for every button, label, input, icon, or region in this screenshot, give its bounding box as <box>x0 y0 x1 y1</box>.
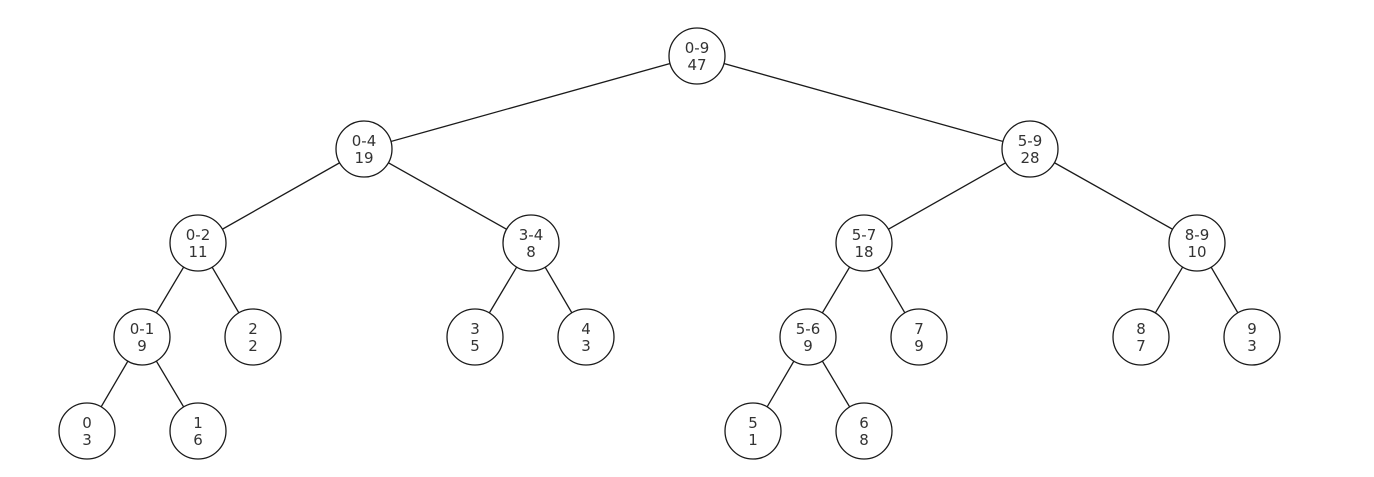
node-range-label: 5-9 <box>1018 132 1043 150</box>
node-sum-label: 8 <box>526 243 536 261</box>
node-sum-label: 3 <box>1247 337 1257 355</box>
node-range-label: 5-6 <box>796 320 821 338</box>
node-circle <box>557 308 615 366</box>
node-sum-label: 3 <box>82 431 92 449</box>
tree-node: 79 <box>890 308 948 366</box>
node-sum-label: 18 <box>854 243 873 261</box>
tree-edge <box>363 55 698 150</box>
node-sum-label: 28 <box>1020 149 1039 167</box>
tree-node: 51 <box>724 402 782 460</box>
node-sum-label: 11 <box>188 243 207 261</box>
tree-node: 22 <box>224 308 282 366</box>
tree-node: 5-69 <box>779 308 837 366</box>
node-sum-label: 7 <box>1136 337 1146 355</box>
node-sum-label: 9 <box>914 337 924 355</box>
node-sum-label: 6 <box>193 431 203 449</box>
node-range-label: 0-9 <box>685 39 710 57</box>
node-range-label: 0-4 <box>352 132 377 150</box>
tree-node: 87 <box>1112 308 1170 366</box>
tree-node: 16 <box>169 402 227 460</box>
tree-edge <box>863 148 1031 244</box>
node-sum-label: 9 <box>137 337 147 355</box>
tree-node: 43 <box>557 308 615 366</box>
node-range-label: 7 <box>914 320 924 338</box>
tree-node: 68 <box>835 402 893 460</box>
node-sum-label: 1 <box>748 431 758 449</box>
tree-node: 03 <box>58 402 116 460</box>
node-circle <box>58 402 116 460</box>
node-range-label: 5 <box>748 414 758 432</box>
node-sum-label: 47 <box>687 56 706 74</box>
tree-edges <box>86 55 1253 432</box>
node-range-label: 2 <box>248 320 258 338</box>
node-circle <box>835 402 893 460</box>
node-circle <box>724 402 782 460</box>
node-sum-label: 10 <box>1187 243 1206 261</box>
node-sum-label: 8 <box>859 431 869 449</box>
tree-nodes: 0-9470-4195-9280-2113-485-7188-9100-1922… <box>58 27 1281 460</box>
node-circle <box>113 308 171 366</box>
node-circle <box>835 214 893 272</box>
node-circle <box>224 308 282 366</box>
node-range-label: 4 <box>581 320 591 338</box>
node-sum-label: 5 <box>470 337 480 355</box>
tree-edge <box>696 55 1031 150</box>
node-circle <box>779 308 837 366</box>
node-sum-label: 3 <box>581 337 591 355</box>
tree-node: 5-928 <box>1001 120 1059 178</box>
tree-node: 3-48 <box>502 214 560 272</box>
node-sum-label: 2 <box>248 337 258 355</box>
node-sum-label: 9 <box>803 337 813 355</box>
node-circle <box>890 308 948 366</box>
node-circle <box>169 402 227 460</box>
node-range-label: 0 <box>82 414 92 432</box>
tree-edge <box>1029 148 1198 244</box>
node-range-label: 5-7 <box>852 226 877 244</box>
tree-node: 35 <box>446 308 504 366</box>
node-range-label: 9 <box>1247 320 1257 338</box>
node-range-label: 3 <box>470 320 480 338</box>
node-circle <box>446 308 504 366</box>
tree-node: 0-947 <box>668 27 726 85</box>
node-range-label: 1 <box>193 414 203 432</box>
tree-node: 0-19 <box>113 308 171 366</box>
node-circle <box>668 27 726 85</box>
node-range-label: 8 <box>1136 320 1146 338</box>
node-range-label: 0-2 <box>186 226 211 244</box>
node-circle <box>1001 120 1059 178</box>
tree-node: 5-718 <box>835 214 893 272</box>
tree-edge <box>197 148 365 244</box>
node-circle <box>335 120 393 178</box>
tree-node: 0-419 <box>335 120 393 178</box>
tree-node: 0-211 <box>169 214 227 272</box>
node-circle <box>502 214 560 272</box>
node-circle <box>1112 308 1170 366</box>
tree-node: 8-910 <box>1168 214 1226 272</box>
node-circle <box>169 214 227 272</box>
tree-node: 93 <box>1223 308 1281 366</box>
node-range-label: 0-1 <box>130 320 155 338</box>
node-range-label: 6 <box>859 414 869 432</box>
tree-edge <box>363 148 532 244</box>
node-sum-label: 19 <box>354 149 373 167</box>
node-circle <box>1223 308 1281 366</box>
node-range-label: 3-4 <box>519 226 544 244</box>
node-circle <box>1168 214 1226 272</box>
node-range-label: 8-9 <box>1185 226 1210 244</box>
